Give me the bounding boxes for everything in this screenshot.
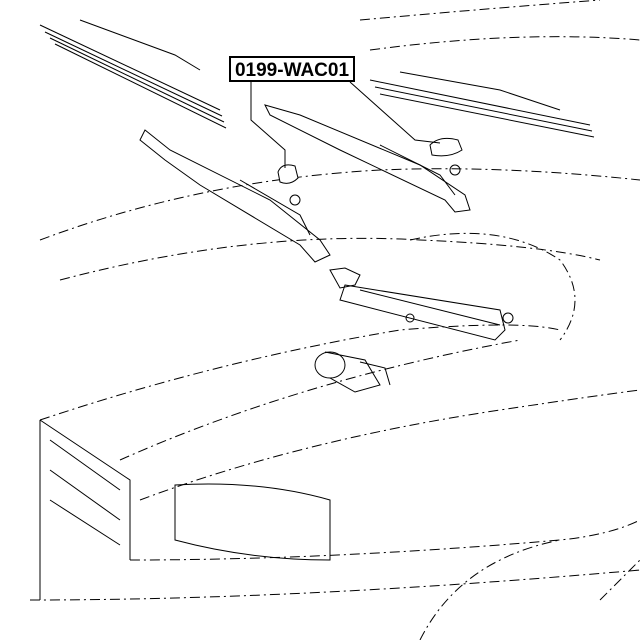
left-wiper-blade — [39, 19, 227, 129]
right-pivot-cap — [429, 137, 463, 157]
right-wiper-arm — [264, 104, 471, 213]
wiper-motor — [314, 351, 391, 393]
left-wiper-arm — [139, 129, 331, 263]
leader-line-left — [250, 82, 286, 168]
right-wiper-blade — [369, 71, 595, 138]
wiper-linkage — [329, 267, 514, 341]
part-number-label: 0199-WAC01 — [229, 56, 355, 82]
headlight — [174, 483, 331, 561]
grille — [39, 419, 131, 600]
vehicle-outline — [29, 0, 640, 640]
left-pivot-cap — [277, 164, 299, 184]
leader-line-right — [349, 81, 441, 144]
